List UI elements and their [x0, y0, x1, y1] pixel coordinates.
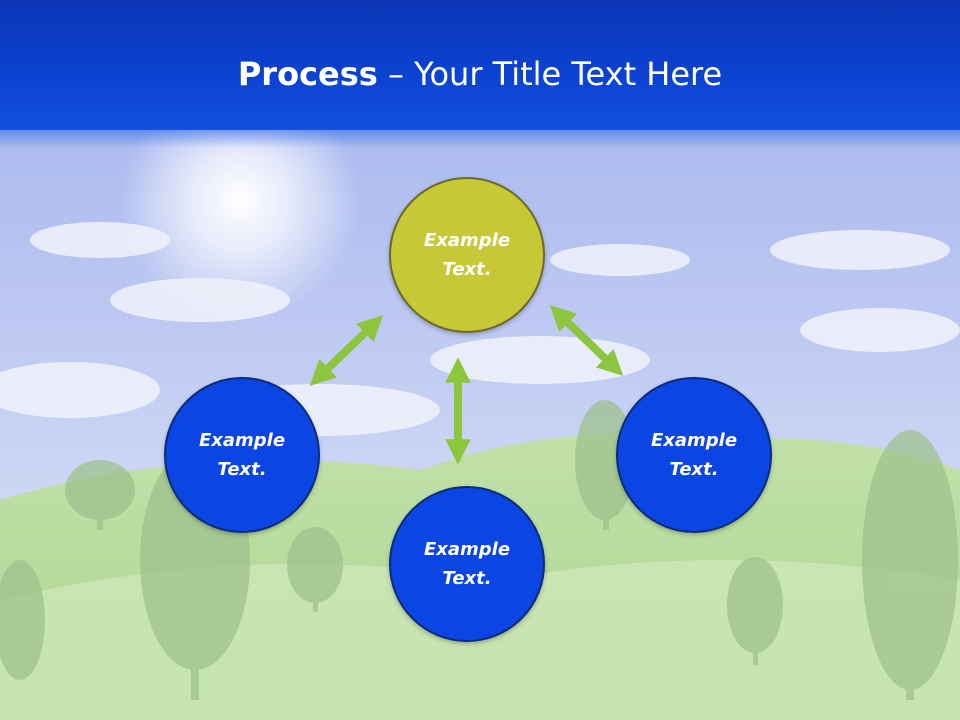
slide-title-rest: – Your Title Text Here	[377, 55, 723, 93]
slide-title-bold: Process	[237, 55, 378, 93]
node-right-text: Example Text.	[650, 430, 738, 480]
arrow-center-left	[309, 315, 384, 386]
node-left: Example Text.	[164, 377, 320, 533]
node-center: Example Text.	[389, 177, 545, 333]
arrow-center-right	[549, 305, 624, 376]
slide-title: Process – Your Title Text Here	[0, 52, 960, 96]
node-bottom-text: Example Text.	[423, 539, 511, 589]
node-right: Example Text.	[616, 377, 772, 533]
node-bottom: Example Text.	[389, 486, 545, 642]
node-left-text: Example Text.	[198, 430, 286, 480]
title-bar	[0, 0, 960, 148]
node-center-text: Example Text.	[423, 230, 511, 280]
